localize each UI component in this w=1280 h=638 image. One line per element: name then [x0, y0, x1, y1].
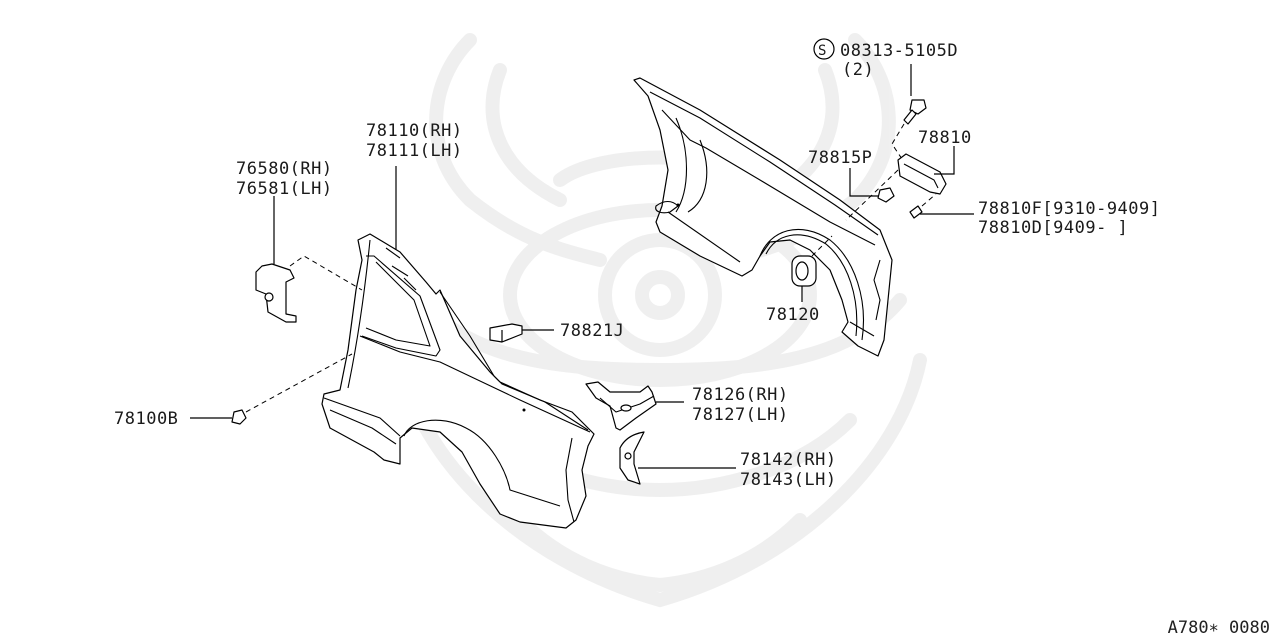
- lid-bumper-78810F[interactable]: [909, 193, 974, 219]
- clip-78100B[interactable]: [190, 353, 353, 425]
- grommet-78120[interactable]: [791, 235, 833, 302]
- callout-label-76581: 76581(LH): [236, 179, 333, 199]
- seal-78821J[interactable]: [489, 323, 554, 343]
- bolt-08313[interactable]: S: [813, 38, 927, 163]
- rear-fender-78110[interactable]: [321, 166, 595, 529]
- callout-label-78810: 78810: [918, 128, 972, 148]
- callout-label-78143: 78143(LH): [740, 470, 837, 490]
- figure-code: A780∗ 0080: [1167, 618, 1270, 638]
- extension-78126[interactable]: [585, 381, 684, 431]
- callout-label-08313-qty: (2): [842, 60, 874, 80]
- callout-label-78110: 78110(RH): [366, 121, 463, 141]
- callout-label-78111: 78111(LH): [366, 141, 463, 161]
- fuel-lid-78810[interactable]: [897, 146, 955, 195]
- callout-label-08313: 08313-5105D: [840, 41, 958, 61]
- callout-label-78120: 78120: [766, 305, 820, 325]
- callout-label-78126: 78126(RH): [692, 385, 789, 405]
- callout-label-78821J: 78821J: [560, 321, 624, 341]
- gusset-78142[interactable]: [619, 431, 736, 485]
- callout-label-78100B: 78100B: [114, 409, 178, 429]
- pin-78815P[interactable]: [845, 168, 899, 221]
- bracket-76580[interactable]: [255, 196, 363, 323]
- callout-label-78815P: 78815P: [808, 148, 872, 168]
- callout-label-78127: 78127(LH): [692, 405, 789, 425]
- callout-label-78142: 78142(RH): [740, 450, 837, 470]
- callout-label-76580: 76580(RH): [236, 159, 333, 179]
- rear-fender-outer-view[interactable]: [633, 77, 893, 357]
- callout-label-78810F: 78810F[9310-9409]: [978, 199, 1161, 219]
- svg-text:S: S: [818, 43, 827, 59]
- callout-label-78810D: 78810D[9409- ]: [978, 218, 1128, 238]
